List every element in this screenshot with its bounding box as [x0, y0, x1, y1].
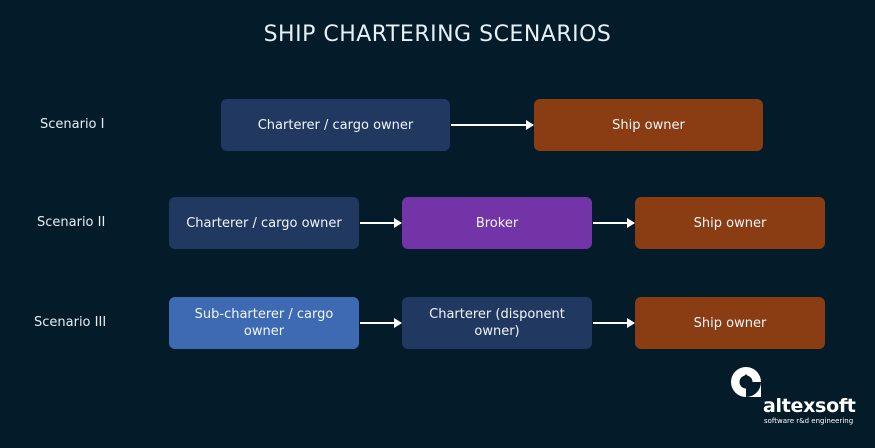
scenario-3-arrow-2: [593, 318, 635, 328]
diagram-title: SHIP CHARTERING SCENARIOS: [263, 22, 612, 47]
scenario-2-label: Scenario II: [37, 215, 106, 230]
scenario-3-arrow-1: [360, 318, 402, 328]
scenario-2-arrow-2: [593, 218, 635, 228]
scenario-3-charterer-box: Charterer (disponent owner): [402, 297, 592, 349]
scenario-2-arrow-1: [360, 218, 402, 228]
scenario-1-ship-owner-box: Ship owner: [534, 99, 763, 151]
scenario-3-sub-charterer-box: Sub-charterer / cargo owner: [169, 297, 359, 349]
scenario-3-ship-owner-box: Ship owner: [635, 297, 825, 349]
scenario-1-label: Scenario I: [40, 117, 105, 132]
scenario-2-ship-owner-box: Ship owner: [635, 197, 825, 249]
altexsoft-logo-icon: [731, 367, 761, 397]
scenario-2-broker-box: Broker: [402, 197, 592, 249]
scenario-1-arrow-1: [451, 120, 534, 130]
altexsoft-logo: altexsoft software r&d engineering: [730, 366, 860, 430]
scenario-2-charterer-box: Charterer / cargo owner: [169, 197, 359, 249]
altexsoft-tagline: software r&d engineering: [764, 417, 854, 425]
altexsoft-logo-text: altexsoft: [763, 395, 856, 417]
scenario-1-charterer-box: Charterer / cargo owner: [221, 99, 450, 151]
scenario-3-label: Scenario III: [34, 315, 107, 330]
